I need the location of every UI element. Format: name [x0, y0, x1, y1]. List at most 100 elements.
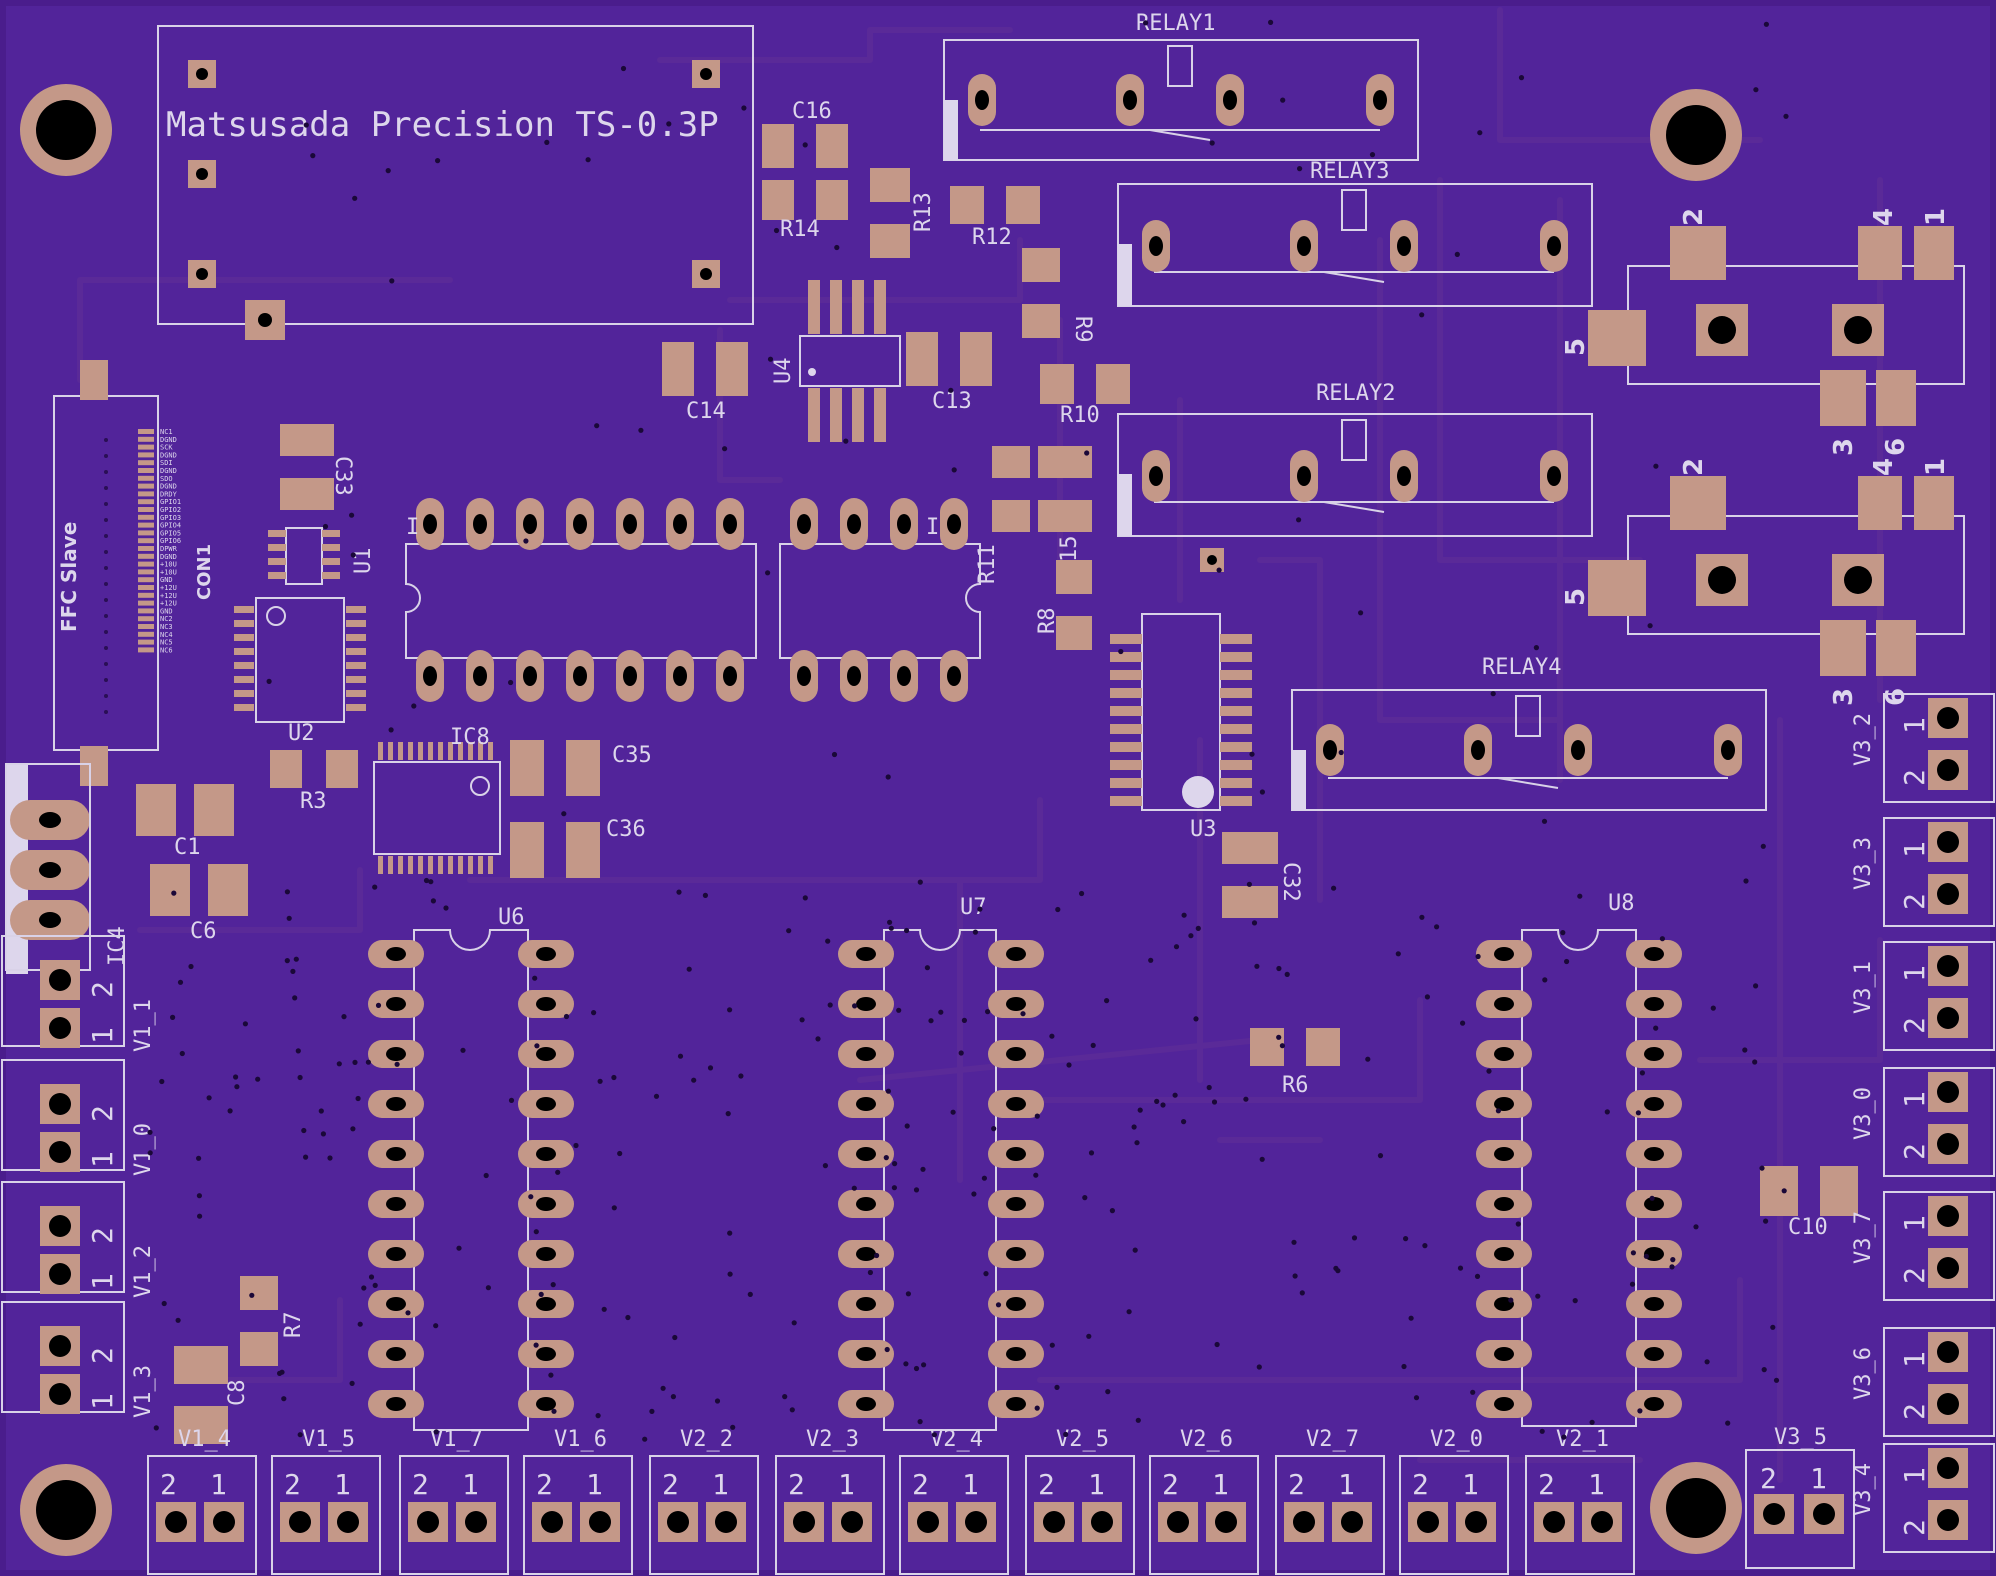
ffc-pin-label: GPIO6 [160, 537, 181, 545]
connector-label: V3_3 [1851, 837, 1876, 890]
pin-number: 2 [1412, 1468, 1429, 1501]
pin-number: 2 [1898, 1403, 1931, 1420]
pin-number: 2 [1898, 893, 1931, 910]
pin-number: 2 [86, 1227, 119, 1244]
c32-label: C32 [1278, 862, 1303, 902]
ffc-pin-label: NC4 [160, 631, 173, 639]
ic4-label: IC4 [105, 926, 130, 966]
pin-number: 1 [962, 1468, 979, 1501]
connector-label: V2_6 [1180, 1427, 1233, 1452]
pin-number: 1 [86, 1151, 119, 1168]
pin-number: 1 [210, 1468, 227, 1501]
pin-number: 2 [1898, 1519, 1931, 1536]
ffc-pin-label: +10U [160, 568, 177, 576]
pin-number: 2 [536, 1468, 553, 1501]
switch-bottom: 2 4 1 5 3 6 [1561, 458, 1965, 706]
pin-number: 2 [1538, 1468, 1555, 1501]
sw1-pin4: 4 [1869, 208, 1899, 226]
pin-number: 1 [86, 1273, 119, 1290]
pin-number: 1 [1810, 1462, 1827, 1495]
ffc-pin-label: SDI [160, 459, 173, 467]
u7-dip: U7 [838, 895, 1044, 1431]
ffc-pin-label: GPIO1 [160, 498, 181, 506]
ffc-pin-label: DRDY [160, 490, 178, 498]
ffc-pin-label: NC3 [160, 623, 173, 631]
pin-number: 2 [1898, 1267, 1931, 1284]
ffc-pin-label: GPIO4 [160, 522, 181, 530]
r3-label: R3 [300, 789, 327, 814]
ffc-pin-label: GND [160, 607, 173, 615]
c1-label: C1 [174, 835, 201, 860]
ffc-pin-label: +12U [160, 584, 177, 592]
ffc-pin-label: SDO [160, 475, 173, 483]
u3-chip: U3 [1110, 613, 1252, 842]
pin-number: 1 [1898, 1351, 1931, 1368]
ic-b-label: I [926, 515, 939, 540]
pin-number: 1 [86, 1393, 119, 1410]
pin-number: 1 [712, 1468, 729, 1501]
u8-label: U8 [1608, 891, 1635, 916]
c6-label: C6 [190, 919, 217, 944]
ffc-pin-label: SCK [160, 444, 173, 452]
ffc-connector: FFC Slave CON1 NC1DGNDSCKDGNDSDIDGNDSDOD… [53, 360, 215, 786]
c13-label: C13 [932, 389, 972, 414]
pin-number: 2 [284, 1468, 301, 1501]
pin-number: 1 [334, 1468, 351, 1501]
u6-dip: U6 [368, 905, 574, 1431]
pin-number: 2 [160, 1468, 177, 1501]
passives: C16 R14 R13 R12 R9 R10 C14 C13 C33 R11 1… [136, 99, 1858, 1444]
ffc-pin-label: NC1 [160, 428, 173, 436]
ffc-pin-label: NC2 [160, 615, 173, 623]
ic4-regulator: IC4 [5, 763, 130, 974]
pin-number: 1 [1898, 841, 1931, 858]
pin-number: 2 [1288, 1468, 1305, 1501]
pin-number: 1 [1898, 717, 1931, 734]
pin-number: 1 [1088, 1468, 1105, 1501]
u4-label: U4 [771, 358, 796, 385]
pin-number: 2 [662, 1468, 679, 1501]
dip14-ic: I [405, 498, 757, 702]
connector-label: V3_5 [1774, 1425, 1827, 1450]
ffc-pin-label: DGND [160, 553, 177, 561]
vias [147, 19, 1789, 1442]
connector-label: V3_1 [1851, 961, 1876, 1014]
sw2-pin1: 1 [1921, 458, 1951, 476]
pin-number: 2 [86, 1347, 119, 1364]
pin-number: 1 [838, 1468, 855, 1501]
connector-label: V2_4 [930, 1427, 983, 1452]
pin-number: 2 [1162, 1468, 1179, 1501]
pin-number: 2 [1898, 769, 1931, 786]
ffc-pin-label: +12U [160, 592, 177, 600]
connector-label: V2_3 [806, 1427, 859, 1452]
c16-label: C16 [792, 99, 832, 124]
c10-label: C10 [1788, 1215, 1828, 1240]
ffc-pin-label: GPIO2 [160, 506, 181, 514]
pin-number: 1 [1338, 1468, 1355, 1501]
pin-number: 2 [86, 981, 119, 998]
u7-label: U7 [960, 895, 987, 920]
dip8-ic: I [779, 498, 981, 702]
r13-label: R13 [911, 192, 936, 232]
relay1-label: RELAY1 [1136, 11, 1215, 36]
pin-number: 1 [1588, 1468, 1605, 1501]
c36-label: C36 [606, 817, 646, 842]
connector-label: V1_5 [302, 1427, 355, 1452]
connector-label: V1_3 [131, 1365, 156, 1418]
ffc-pin-label: DGND [160, 467, 177, 475]
connector-label: V1_1 [131, 999, 156, 1052]
pin-number: 1 [1462, 1468, 1479, 1501]
sw1-pin2: 2 [1679, 208, 1709, 226]
sw1-pin3: 3 [1829, 438, 1859, 456]
traces [77, 7, 1883, 1483]
r10-label: R10 [1060, 403, 1100, 428]
connector-label: V2_2 [680, 1427, 733, 1452]
ffc-pin-label: DGND [160, 451, 177, 459]
ffc-pin-label: DPWR [160, 545, 178, 553]
mounting-holes [20, 84, 1742, 1556]
u6-label: U6 [498, 905, 525, 930]
sw1-pin5: 5 [1561, 338, 1591, 356]
connector-label: V1_4 [178, 1427, 231, 1452]
